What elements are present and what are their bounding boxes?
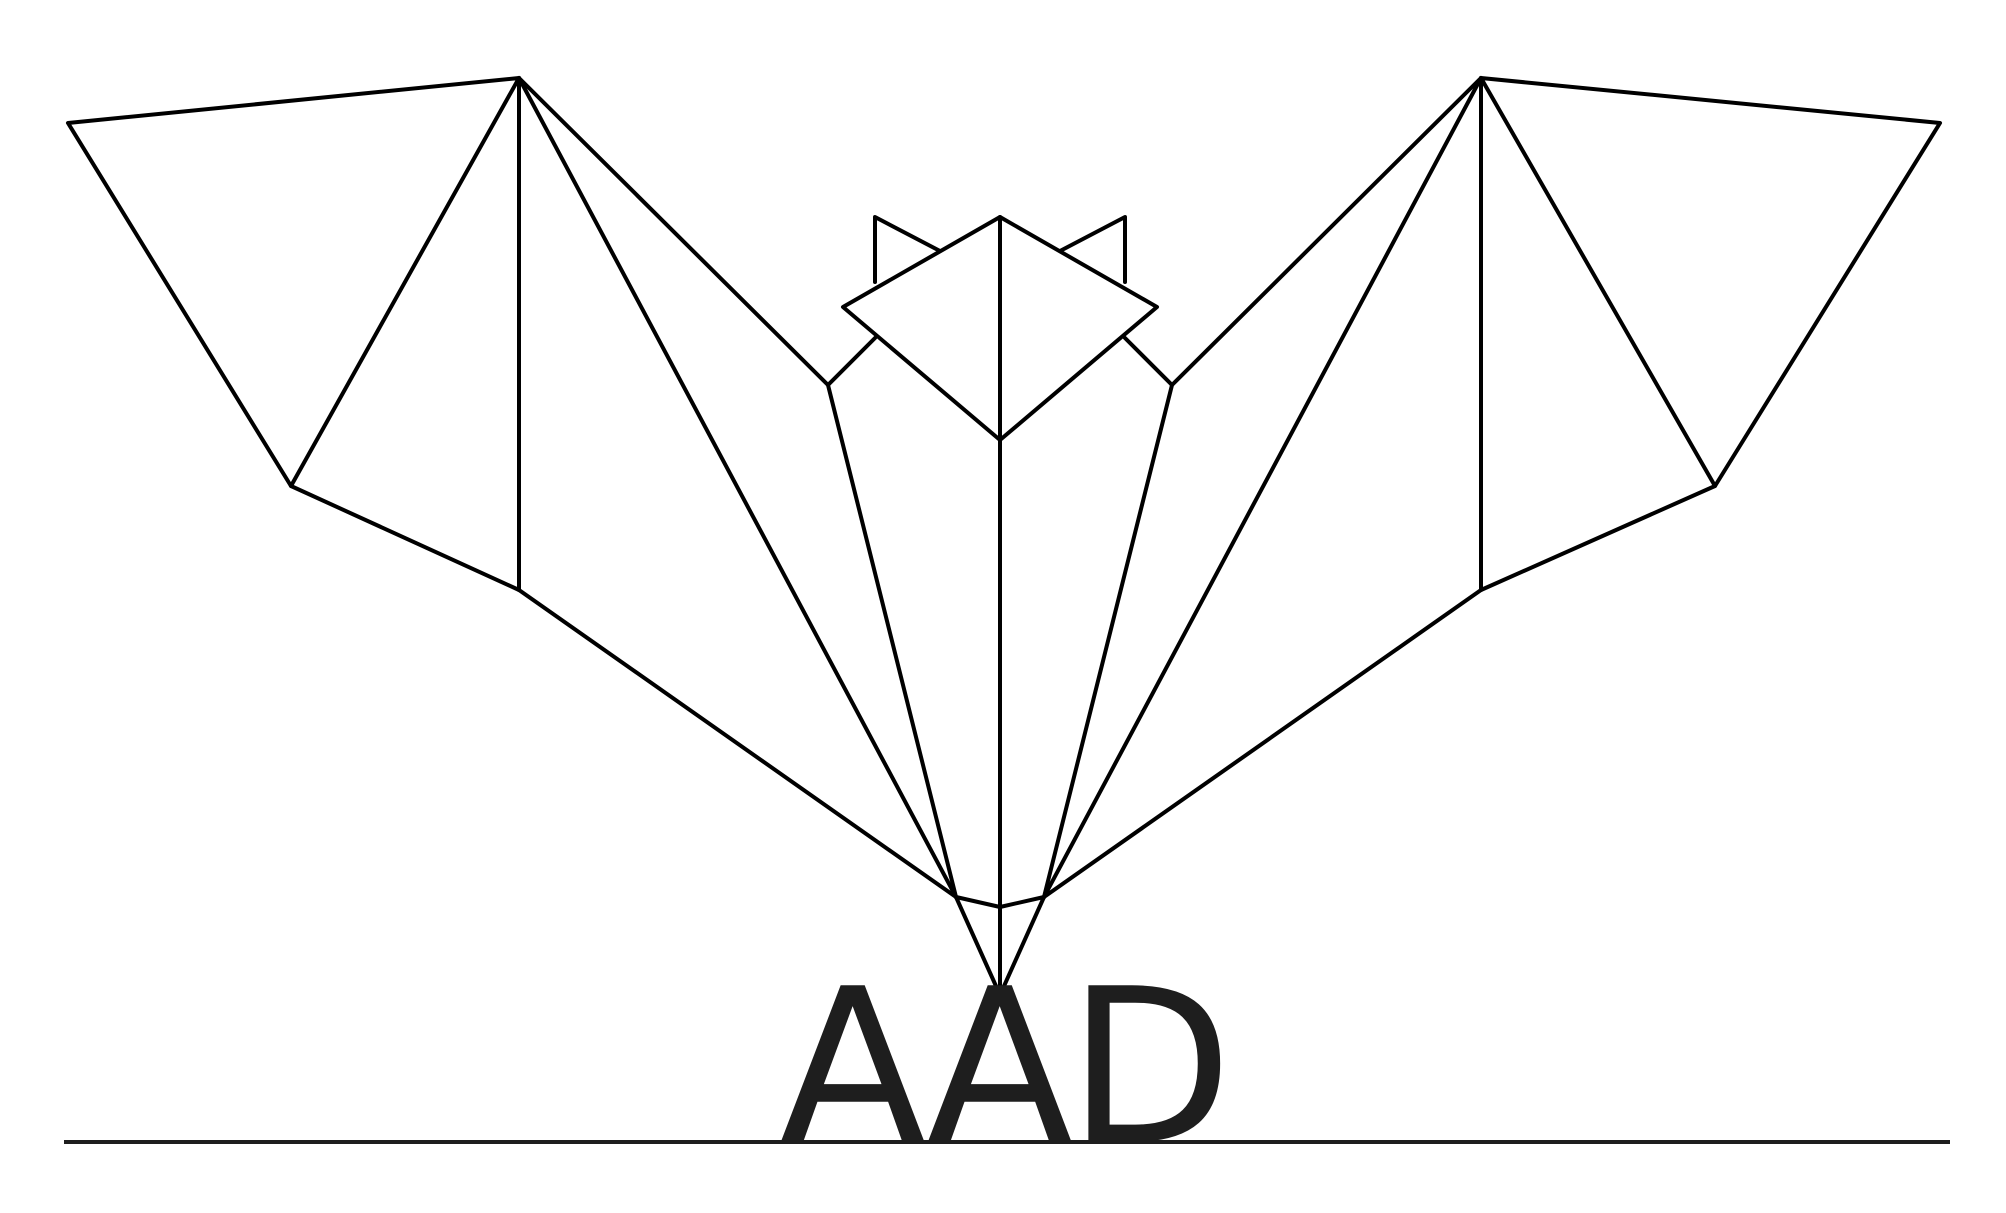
- logo-wordmark: AAD: [779, 942, 1233, 1193]
- right-wing: [1042, 76, 1942, 899]
- bat-body: [954, 438, 1046, 997]
- left-wing: [66, 76, 958, 899]
- bat-head: [841, 215, 1159, 442]
- baseline-divider: [64, 1140, 1950, 1144]
